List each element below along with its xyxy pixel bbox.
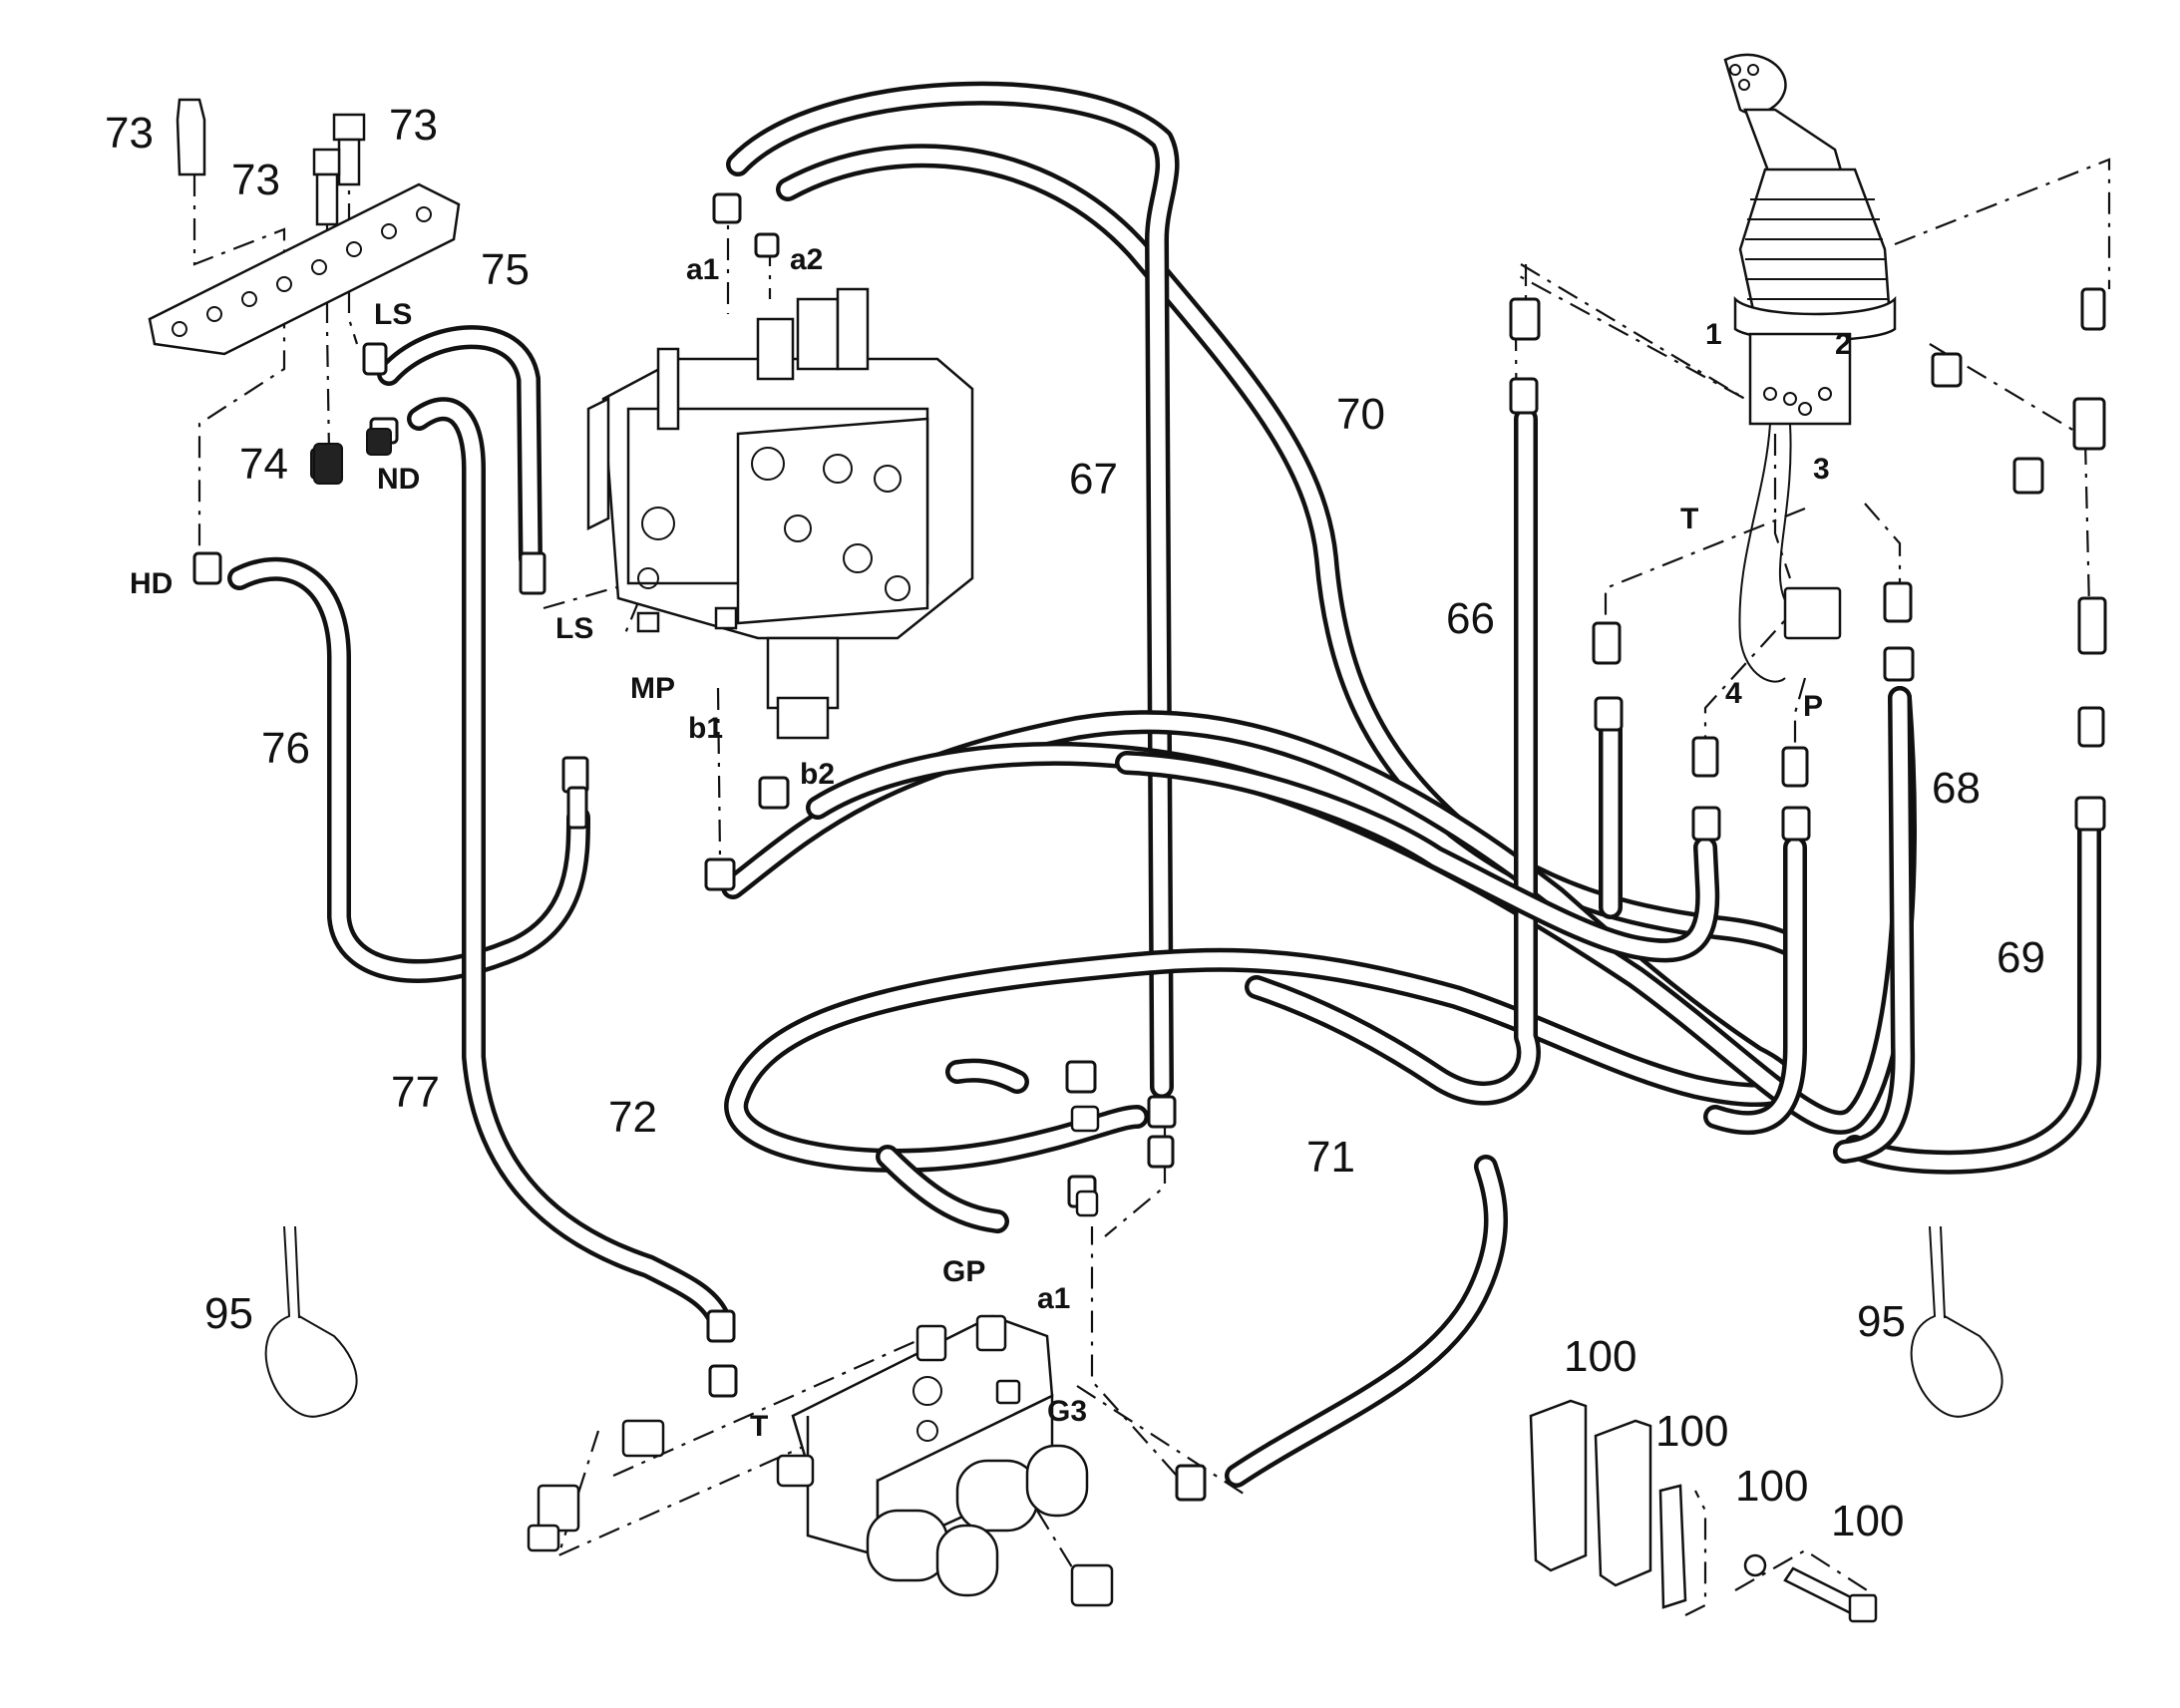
port-label-b2: b2 — [800, 758, 835, 791]
port-label-2: 2 — [1835, 328, 1852, 361]
port-label-a2: a2 — [790, 243, 823, 276]
port-label-1: 1 — [1705, 318, 1722, 351]
port-label-mp: MP — [630, 672, 675, 705]
port-labels: LS LS ND HD a1 a2 MP b1 b2 GP a1 G3 T 1 … — [130, 243, 1852, 1443]
port-label-g3: G3 — [1047, 1395, 1087, 1428]
part-number-75: 75 — [481, 245, 530, 294]
port-label-nd: ND — [377, 463, 420, 496]
port-label-a1: a1 — [1037, 1282, 1070, 1315]
port-label-ls: LS — [374, 298, 412, 331]
part-number-69: 69 — [1997, 933, 2045, 982]
part-number-100: 100 — [1564, 1332, 1636, 1381]
part-number-73: 73 — [105, 109, 154, 158]
pilot-valve-block-icon — [776, 1314, 1114, 1607]
part-number-73: 73 — [231, 156, 280, 204]
part-number-labels: 73 73 73 75 74 76 77 72 71 67 70 66 68 6… — [105, 101, 2045, 1545]
part-number-67: 67 — [1069, 455, 1118, 504]
tee-fitting-icon — [527, 1105, 1100, 1552]
hose-clamp-100-icon — [1529, 1399, 1878, 1623]
port-label-3: 3 — [1813, 453, 1830, 486]
part-number-71: 71 — [1306, 1133, 1355, 1182]
part-number-76: 76 — [261, 724, 310, 773]
part-number-68: 68 — [1932, 764, 1981, 813]
plug-73-icon — [176, 98, 366, 226]
part-number-72: 72 — [608, 1093, 657, 1142]
port-label-4: 4 — [1725, 677, 1742, 710]
port-label-t: T — [1680, 503, 1698, 535]
part-number-100: 100 — [1831, 1497, 1904, 1545]
port-label-a1: a1 — [686, 253, 719, 286]
part-number-74: 74 — [239, 440, 288, 489]
part-number-95: 95 — [1857, 1297, 1906, 1346]
mounting-plate-icon — [148, 182, 461, 356]
part-number-66: 66 — [1446, 594, 1495, 643]
part-number-100: 100 — [1655, 1407, 1728, 1456]
port-label-gp: GP — [942, 1255, 985, 1288]
port-label-b1: b1 — [688, 712, 723, 745]
port-label-ls: LS — [555, 612, 593, 645]
part-number-70: 70 — [1336, 390, 1385, 439]
port-label-hd: HD — [130, 567, 173, 600]
hoses — [227, 81, 2101, 1488]
part-number-73: 73 — [389, 101, 438, 150]
port-label-t: T — [750, 1410, 768, 1443]
control-valve-block-icon — [586, 287, 974, 740]
joystick-control-icon — [1723, 53, 1897, 683]
port-label-p: P — [1803, 690, 1823, 723]
cable-tie-95-icon — [264, 1225, 2003, 1418]
part-number-77: 77 — [391, 1068, 440, 1117]
fitting-74-icon — [313, 443, 343, 485]
part-number-100: 100 — [1735, 1462, 1808, 1511]
part-number-95: 95 — [204, 1289, 253, 1338]
